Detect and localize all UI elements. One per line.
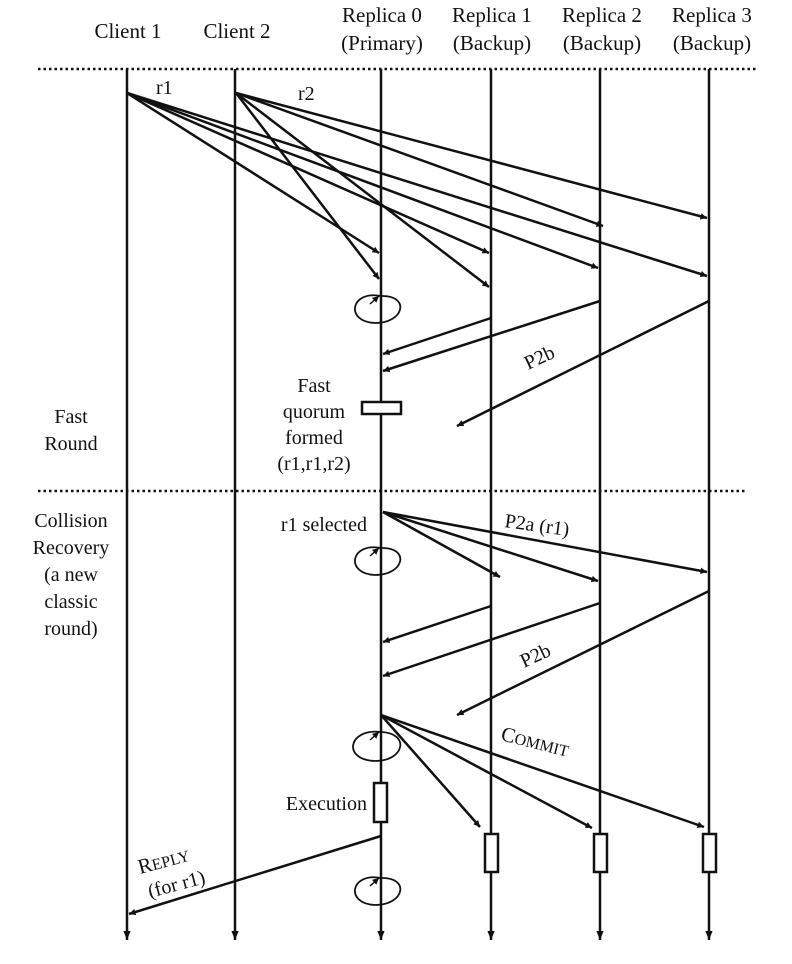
self-loop-replica0-recovery [354, 546, 402, 576]
arrow-p2b-replica2-to-replica0 [382, 299, 601, 373]
message-label-commit: COMMIT [499, 722, 572, 762]
phase-fast-round-line1: Fast [54, 406, 88, 428]
arrow-p2a-to-replica2 [382, 510, 599, 583]
self-loop-arrow-final [369, 877, 380, 887]
participant-replica2-name: Replica 2 [562, 3, 642, 27]
arrow-r1-to-replica2 [126, 91, 599, 270]
self-loop-replica0-fast [354, 294, 402, 324]
arrow-p2b-recovery-replica1 [382, 604, 492, 644]
message-label-r2: r2 [298, 83, 315, 105]
participant-replica3-role: (Backup) [673, 31, 751, 55]
phase-collision-recovery-line2: Recovery [33, 537, 110, 559]
arrow-p2a-to-replica1 [382, 510, 501, 579]
fast-quorum-label-line3: formed [285, 427, 343, 449]
arrow-commit-to-replica1 [380, 714, 481, 828]
arrow-r2-to-replica0 [235, 92, 380, 280]
self-loop-replica0-final [354, 876, 402, 906]
arrow-commit-to-replica2 [380, 713, 593, 830]
commit-label-initial: C [499, 722, 518, 749]
execution-box-replica1 [483, 832, 500, 874]
arrow-r1-to-replica1 [126, 91, 490, 255]
execution-label: Execution [286, 793, 367, 815]
arrow-r2-to-replica2 [235, 91, 604, 228]
fast-round-p2b [382, 299, 710, 428]
arrow-r2-to-replica1 [235, 92, 490, 288]
fast-quorum-label-line1: Fast [297, 375, 331, 397]
self-loop-arrow-commit [369, 731, 380, 741]
self-loop-replica0-commit [352, 730, 402, 762]
r1-selected-label: r1 selected [281, 514, 367, 536]
participant-client2-name: Client 2 [203, 19, 270, 43]
commit-messages [380, 713, 705, 830]
recovery-p2a [382, 510, 708, 583]
execution-box-replica3 [701, 832, 718, 874]
reply-label-initial: R [135, 852, 155, 879]
message-label-p2b-recovery: P2b [517, 639, 555, 672]
participant-replica3-name: Replica 3 [672, 3, 752, 27]
phase-collision-recovery-line4: classic [44, 591, 97, 613]
recovery-p2b [382, 589, 710, 717]
fast-quorum-label-line4: (r1,r1,r2) [277, 453, 350, 475]
phase-fast-round-line2: Round [44, 433, 97, 455]
execution-box-replica2 [592, 832, 609, 874]
participant-replica2-role: (Backup) [563, 31, 641, 55]
participant-client1-name: Client 1 [94, 19, 161, 43]
self-loop-arrow-fast [369, 295, 380, 305]
arrow-p2a-to-replica3 [382, 510, 708, 575]
participant-headers: Client 1 Client 2 Replica 0 (Primary) Re… [94, 3, 751, 55]
self-loop-arrow-recovery [369, 547, 380, 557]
message-label-r1: r1 [156, 77, 173, 99]
participant-replica0-name: Replica 0 [342, 3, 422, 27]
fast-quorum-box [360, 400, 403, 416]
fast-quorum-label-line2: quorum [283, 401, 346, 423]
commit-label-rest: OMMIT [513, 731, 571, 761]
arrow-p2b-replica3-to-primary [456, 299, 710, 428]
arrow-p2b-recovery-replica3 [456, 589, 710, 717]
fast-round-requests [126, 91, 708, 288]
arrow-p2b-replica1-to-replica0 [382, 316, 492, 356]
arrow-commit-to-replica3 [380, 713, 705, 829]
participant-replica1-name: Replica 1 [452, 3, 532, 27]
arrow-reply-to-client1 [128, 834, 382, 916]
phase-collision-recovery-line5: round) [44, 618, 97, 640]
phase-collision-recovery-line3: (a new [44, 564, 98, 586]
lifelines [123, 69, 713, 940]
participant-replica0-role: (Primary) [341, 31, 423, 55]
arrow-p2b-recovery-replica2 [382, 601, 601, 678]
phase-collision-recovery-line1: Collision [34, 510, 107, 532]
execution-box-replica0 [372, 781, 389, 824]
arrow-r2-to-replica3 [235, 91, 708, 220]
participant-replica1-role: (Backup) [453, 31, 531, 55]
message-label-p2b-fast: P2b [521, 341, 559, 374]
arrow-r1-to-replica3 [126, 91, 708, 278]
